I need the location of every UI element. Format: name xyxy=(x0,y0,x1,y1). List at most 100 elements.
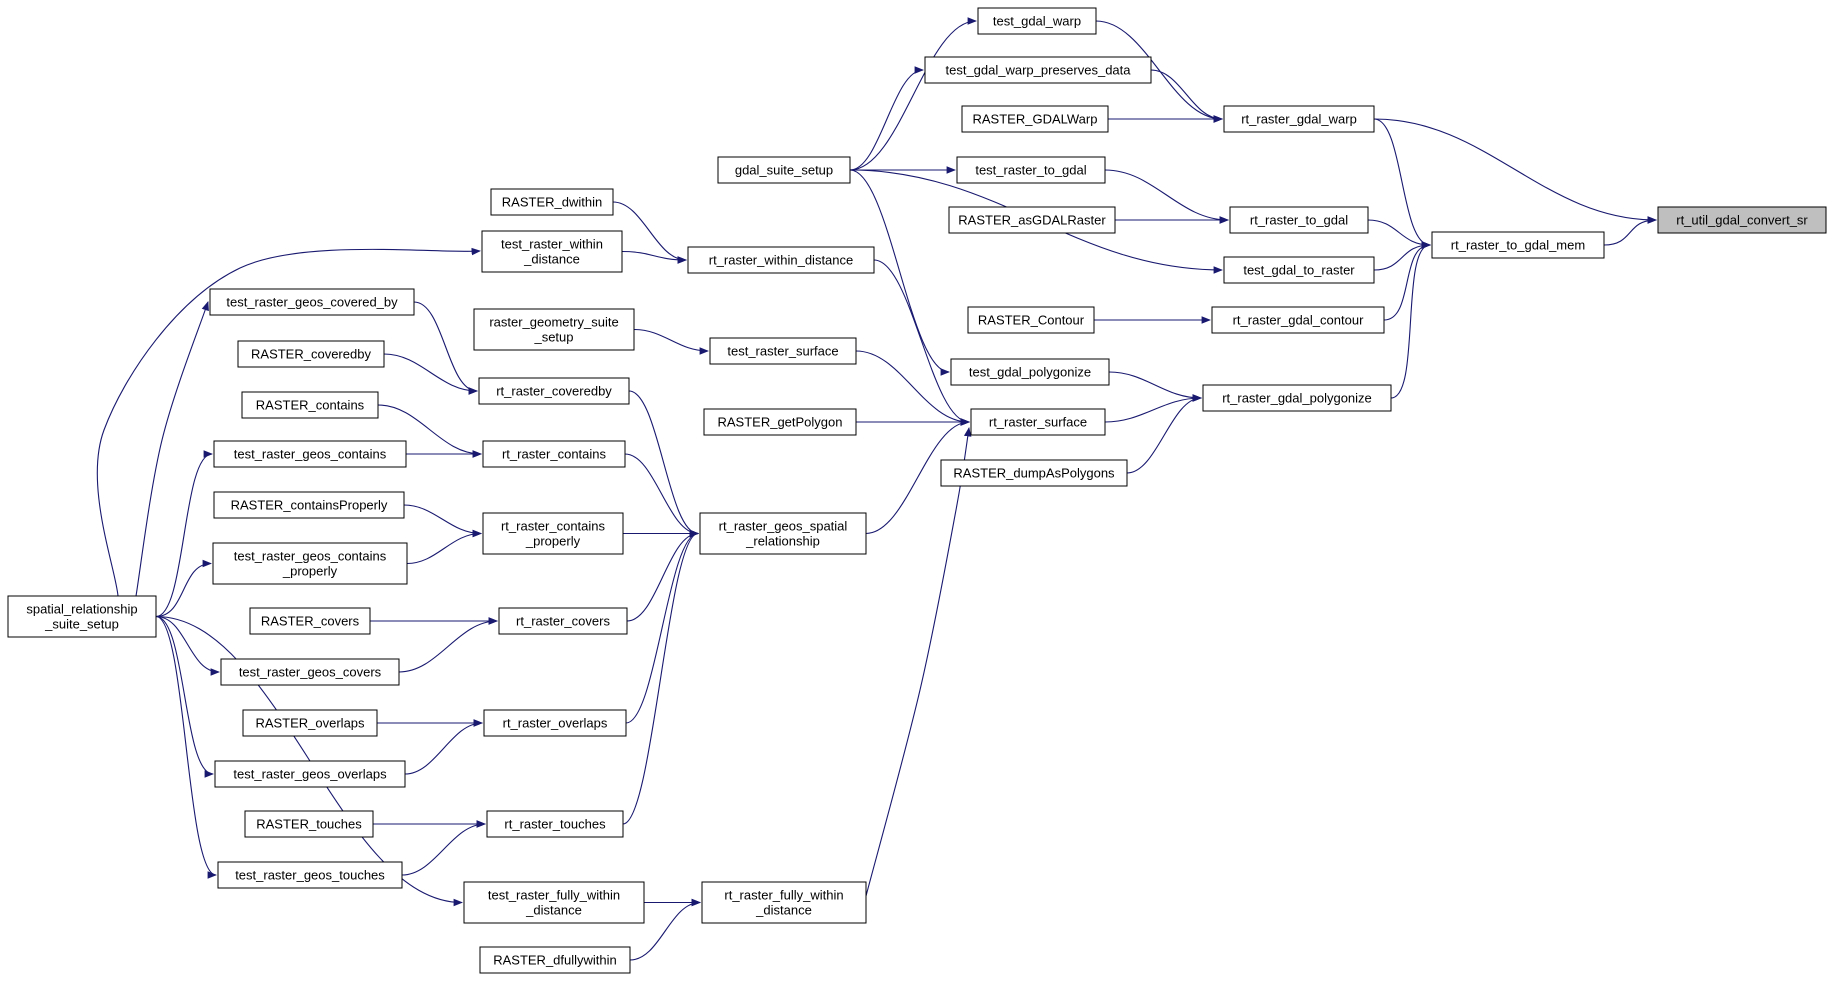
node-rt_raster_gdal_warp[interactable]: rt_raster_gdal_warp xyxy=(1223,105,1375,133)
node-RASTER_covers[interactable]: RASTER_covers xyxy=(249,607,371,635)
node-rt_raster_to_gdal_mem[interactable]: rt_raster_to_gdal_mem xyxy=(1431,231,1605,259)
node-box[interactable] xyxy=(479,946,631,974)
node-box[interactable] xyxy=(242,709,378,737)
node-box[interactable] xyxy=(940,459,1128,487)
edge-rt_raster_to_gdal--rt_raster_to_gdal_mem xyxy=(1367,219,1431,249)
node-RASTER_dumpAsPolygons[interactable]: RASTER_dumpAsPolygons xyxy=(940,459,1128,487)
node-box[interactable] xyxy=(478,377,630,405)
node-RASTER_containsProperly[interactable]: RASTER_containsProperly xyxy=(213,491,405,519)
node-box xyxy=(1657,206,1827,234)
node-box[interactable] xyxy=(483,709,627,737)
node-test_raster_to_gdal[interactable]: test_raster_to_gdal xyxy=(956,156,1106,184)
node-rt_raster_touches[interactable]: rt_raster_touches xyxy=(486,810,624,838)
node-box[interactable] xyxy=(482,512,624,555)
edge-test_raster_within_distance--rt_raster_within_distance xyxy=(621,250,687,264)
node-RASTER_asGDALRaster[interactable]: RASTER_asGDALRaster xyxy=(948,206,1116,234)
node-box[interactable] xyxy=(213,491,405,519)
node-box[interactable] xyxy=(956,156,1106,184)
node-test_gdal_warp_preserves_data[interactable]: test_gdal_warp_preserves_data xyxy=(924,56,1152,84)
node-test_raster_geos_contains_properly[interactable]: test_raster_geos_contains_properly xyxy=(212,542,408,585)
node-box[interactable] xyxy=(213,440,407,468)
node-box[interactable] xyxy=(490,188,614,216)
node-box[interactable] xyxy=(1211,306,1385,334)
edge-RASTER_dfullywithin--rt_raster_fully_within_distance xyxy=(629,898,701,961)
node-RASTER_contains[interactable]: RASTER_contains xyxy=(241,391,379,419)
node-box[interactable] xyxy=(961,105,1109,133)
node-test_raster_geos_covered_by[interactable]: test_raster_geos_covered_by xyxy=(209,288,415,316)
node-box[interactable] xyxy=(209,288,415,316)
node-test_raster_fully_within_distance[interactable]: test_raster_fully_within_distance xyxy=(463,881,645,924)
edge-spatial_relationship_suite_setup--test_raster_fully_within_distance xyxy=(155,615,463,907)
node-box[interactable] xyxy=(486,810,624,838)
node-rt_raster_gdal_contour[interactable]: rt_raster_gdal_contour xyxy=(1211,306,1385,334)
node-box[interactable] xyxy=(699,512,867,555)
node-test_gdal_to_raster[interactable]: test_gdal_to_raster xyxy=(1223,256,1375,284)
node-rt_raster_overlaps[interactable]: rt_raster_overlaps xyxy=(483,709,627,737)
node-RASTER_coveredby[interactable]: RASTER_coveredby xyxy=(237,340,385,368)
node-rt_raster_surface[interactable]: rt_raster_surface xyxy=(970,408,1106,436)
node-rt_raster_gdal_polygonize[interactable]: rt_raster_gdal_polygonize xyxy=(1202,384,1392,412)
node-RASTER_dwithin[interactable]: RASTER_dwithin xyxy=(490,188,614,216)
node-rt_raster_fully_within_distance[interactable]: rt_raster_fully_within_distance xyxy=(701,881,867,924)
node-test_raster_surface[interactable]: test_raster_surface xyxy=(709,337,857,365)
node-box[interactable] xyxy=(481,230,623,273)
node-gdal_suite_setup[interactable]: gdal_suite_setup xyxy=(717,156,851,184)
node-box[interactable] xyxy=(482,440,626,468)
node-test_raster_geos_covers[interactable]: test_raster_geos_covers xyxy=(220,658,400,686)
node-box[interactable] xyxy=(948,206,1116,234)
node-box[interactable] xyxy=(1202,384,1392,412)
node-box[interactable] xyxy=(212,542,408,585)
node-box[interactable] xyxy=(473,308,635,351)
node-test_gdal_polygonize[interactable]: test_gdal_polygonize xyxy=(950,358,1110,386)
node-box[interactable] xyxy=(970,408,1106,436)
node-box[interactable] xyxy=(967,306,1095,334)
node-box[interactable] xyxy=(241,391,379,419)
node-box[interactable] xyxy=(1223,105,1375,133)
node-test_gdal_warp[interactable]: test_gdal_warp xyxy=(977,7,1097,35)
node-box[interactable] xyxy=(1223,256,1375,284)
node-box[interactable] xyxy=(701,881,867,924)
node-RASTER_overlaps[interactable]: RASTER_overlaps xyxy=(242,709,378,737)
node-spatial_relationship_suite_setup[interactable]: spatial_relationship_suite_setup xyxy=(7,595,157,638)
node-box[interactable] xyxy=(463,881,645,924)
edge-test_raster_geos_overlaps--rt_raster_overlaps xyxy=(404,719,483,775)
node-RASTER_dfullywithin[interactable]: RASTER_dfullywithin xyxy=(479,946,631,974)
node-RASTER_Contour[interactable]: RASTER_Contour xyxy=(967,306,1095,334)
node-box[interactable] xyxy=(924,56,1152,84)
node-test_raster_geos_touches[interactable]: test_raster_geos_touches xyxy=(217,861,403,889)
node-box[interactable] xyxy=(217,861,403,889)
edge-rt_raster_geos_spatial_relationship--rt_raster_surface xyxy=(865,418,970,535)
node-RASTER_getPolygon[interactable]: RASTER_getPolygon xyxy=(703,408,857,436)
node-box[interactable] xyxy=(249,607,371,635)
node-label: rt_raster_to_gdal_mem xyxy=(1451,238,1585,253)
node-rt_raster_covers[interactable]: rt_raster_covers xyxy=(498,607,628,635)
node-test_raster_within_distance[interactable]: test_raster_within_distance xyxy=(481,230,623,273)
node-box[interactable] xyxy=(703,408,857,436)
node-test_raster_geos_overlaps[interactable]: test_raster_geos_overlaps xyxy=(214,760,406,788)
node-box[interactable] xyxy=(244,810,374,838)
node-rt_raster_contains[interactable]: rt_raster_contains xyxy=(482,440,626,468)
node-box[interactable] xyxy=(950,358,1110,386)
node-box[interactable] xyxy=(1431,231,1605,259)
node-box[interactable] xyxy=(717,156,851,184)
node-test_raster_geos_contains[interactable]: test_raster_geos_contains xyxy=(213,440,407,468)
node-label: RASTER_coveredby xyxy=(251,347,371,362)
node-box[interactable] xyxy=(1229,206,1369,234)
node-RASTER_touches[interactable]: RASTER_touches xyxy=(244,810,374,838)
node-rt_raster_to_gdal[interactable]: rt_raster_to_gdal xyxy=(1229,206,1369,234)
node-RASTER_GDALWarp[interactable]: RASTER_GDALWarp xyxy=(961,105,1109,133)
node-box[interactable] xyxy=(687,246,875,274)
node-rt_raster_contains_properly[interactable]: rt_raster_contains_properly xyxy=(482,512,624,555)
node-box[interactable] xyxy=(7,595,157,638)
node-box[interactable] xyxy=(709,337,857,365)
node-box[interactable] xyxy=(977,7,1097,35)
node-rt_raster_within_distance[interactable]: rt_raster_within_distance xyxy=(687,246,875,274)
node-box[interactable] xyxy=(220,658,400,686)
node-rt_raster_geos_spatial_relationship[interactable]: rt_raster_geos_spatial_relationship xyxy=(699,512,867,555)
node-box[interactable] xyxy=(237,340,385,368)
node-rt_raster_coveredby[interactable]: rt_raster_coveredby xyxy=(478,377,630,405)
edge-RASTER_contains--rt_raster_contains xyxy=(377,404,482,458)
node-box[interactable] xyxy=(498,607,628,635)
node-box[interactable] xyxy=(214,760,406,788)
node-raster_geometry_suite_setup[interactable]: raster_geometry_suite_setup xyxy=(473,308,635,351)
